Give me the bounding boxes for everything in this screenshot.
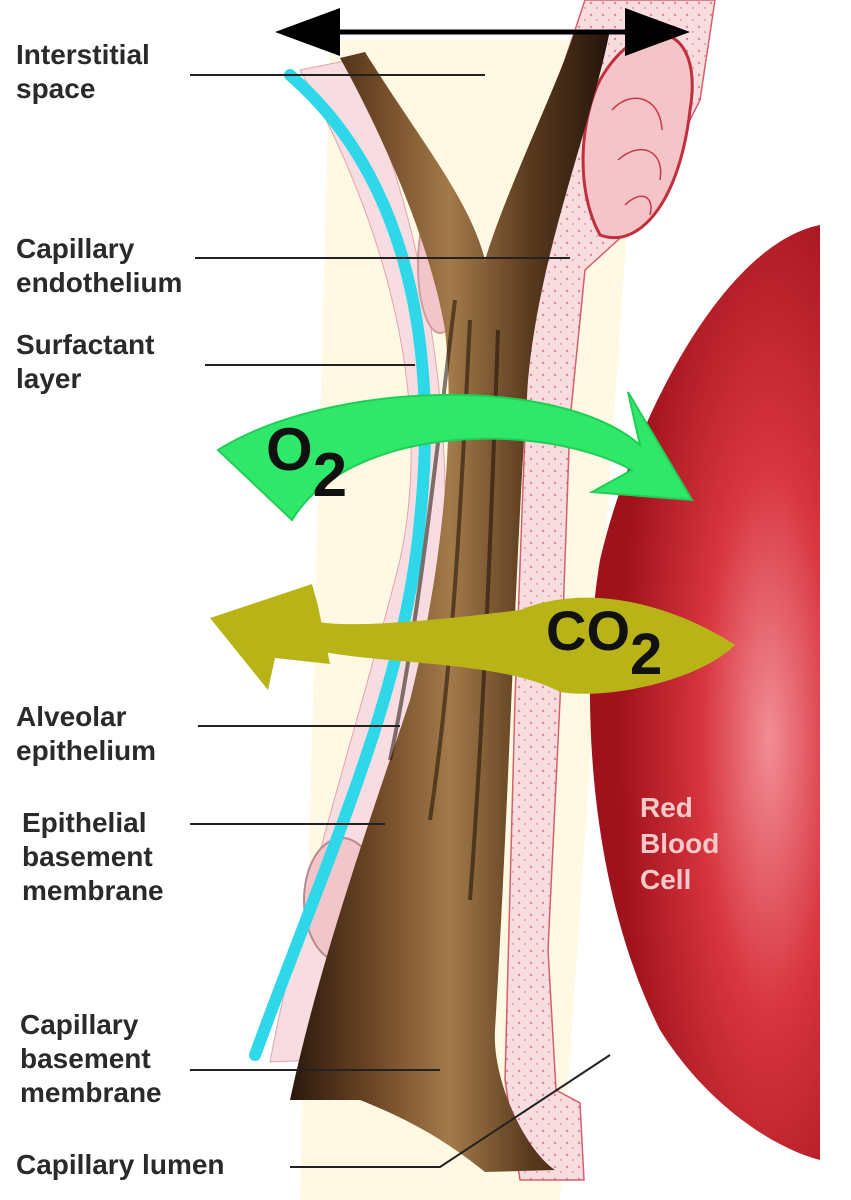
leader-lines (190, 74, 611, 1168)
o2-arrow (216, 391, 694, 522)
co2-symbol: CO2 (546, 599, 662, 687)
label-red-blood-cell: Red Blood Cell (640, 792, 720, 895)
label-capillary-lumen: Capillary lumen (16, 1149, 225, 1180)
surfactant-layer (249, 69, 431, 1061)
nucleus-texture (611, 97, 663, 216)
label-capillary-basement-membrane: Capillary basement membrane (20, 1009, 162, 1108)
o2-symbol: O2 (266, 416, 347, 510)
red-blood-cell (589, 225, 820, 1160)
label-interstitial-space: Interstitial space (16, 39, 150, 104)
o2-subscript: 2 (313, 441, 347, 510)
label-capillary-endothelium: Capillary endothelium (16, 233, 183, 298)
top-arrow-left-head (275, 8, 340, 56)
leader-capillary-lumen (290, 1054, 611, 1168)
co2-subscript: 2 (630, 622, 662, 687)
fused-basement-membranes (290, 30, 610, 1172)
co2-arrow-head (210, 584, 330, 690)
co2-arrow (310, 597, 735, 694)
label-surfactant-layer: Surfactant layer (16, 329, 155, 394)
label-alveolar-epithelium: Alveolar epithelium (16, 701, 157, 766)
label-epithelial-basement-membrane: Epithelial basement membrane (22, 807, 164, 906)
top-arrow-right-head (625, 8, 690, 56)
